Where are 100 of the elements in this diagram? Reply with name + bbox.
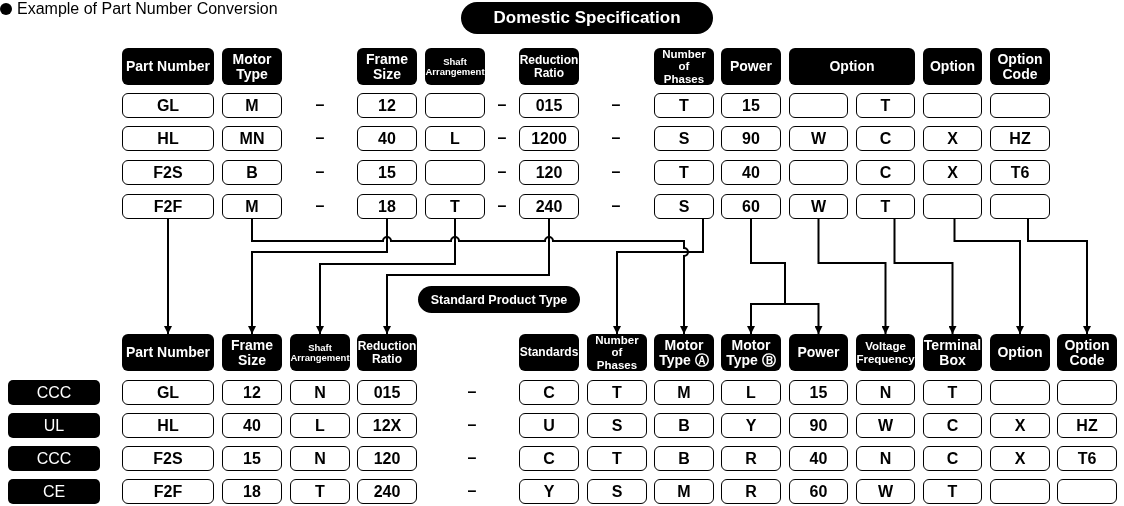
- code-cell: GL: [122, 380, 214, 405]
- column-header: Voltage Frequency: [856, 334, 915, 371]
- code-cell: 15: [789, 380, 848, 405]
- code-cell: N: [856, 380, 915, 405]
- separator-dash: –: [496, 163, 508, 181]
- code-cell: 120: [357, 446, 417, 471]
- empty-cell: [990, 93, 1050, 118]
- standard-tag: UL: [8, 413, 100, 438]
- code-cell: 12: [222, 380, 282, 405]
- code-cell: 015: [519, 93, 579, 118]
- separator-dash: –: [610, 96, 622, 114]
- code-cell: C: [923, 413, 982, 438]
- code-cell: C: [856, 160, 915, 185]
- standard-tag: CCC: [8, 380, 100, 405]
- code-cell: 40: [357, 126, 417, 151]
- column-header: Power: [721, 48, 781, 85]
- column-header: Option: [990, 334, 1050, 371]
- diagram-title: Example of Part Number Conversion: [17, 0, 278, 18]
- code-cell: 90: [789, 413, 848, 438]
- code-cell: S: [587, 479, 647, 504]
- empty-cell: [425, 93, 485, 118]
- code-cell: X: [990, 446, 1050, 471]
- code-cell: 40: [789, 446, 848, 471]
- code-cell: N: [290, 380, 350, 405]
- column-header: Option Code: [1057, 334, 1117, 371]
- separator-dash: –: [466, 416, 478, 434]
- empty-cell: [923, 93, 982, 118]
- empty-cell: [990, 479, 1050, 504]
- code-cell: L: [721, 380, 781, 405]
- standard-tag: CE: [8, 479, 100, 504]
- separator-dash: –: [496, 197, 508, 215]
- code-cell: T: [290, 479, 350, 504]
- connector-arrow: [750, 218, 823, 335]
- code-cell: R: [721, 446, 781, 471]
- code-cell: GL: [122, 93, 214, 118]
- separator-dash: –: [610, 197, 622, 215]
- separator-dash: –: [496, 96, 508, 114]
- code-cell: L: [425, 126, 485, 151]
- empty-cell: [923, 194, 982, 219]
- code-cell: 60: [721, 194, 781, 219]
- column-header: Power: [789, 334, 848, 371]
- code-cell: 18: [222, 479, 282, 504]
- code-cell: 1200: [519, 126, 579, 151]
- code-cell: F2S: [122, 160, 214, 185]
- column-header: Reduction Ratio: [519, 48, 579, 85]
- code-cell: Y: [519, 479, 579, 504]
- code-cell: 15: [222, 446, 282, 471]
- code-cell: M: [654, 380, 714, 405]
- connector-arrow: [164, 218, 172, 335]
- code-cell: T: [425, 194, 485, 219]
- connector-arrow: [1027, 218, 1091, 335]
- code-cell: X: [923, 160, 982, 185]
- code-cell: W: [856, 479, 915, 504]
- separator-dash: –: [314, 96, 326, 114]
- code-cell: B: [654, 446, 714, 471]
- code-cell: 015: [357, 380, 417, 405]
- code-cell: HL: [122, 413, 214, 438]
- code-cell: S: [654, 126, 714, 151]
- code-cell: T6: [1057, 446, 1117, 471]
- column-header: Part Number: [122, 48, 214, 85]
- code-cell: 60: [789, 479, 848, 504]
- separator-dash: –: [314, 129, 326, 147]
- column-header: Terminal Box: [923, 334, 982, 371]
- code-cell: C: [519, 446, 579, 471]
- empty-cell: [789, 93, 848, 118]
- standard-tag: CCC: [8, 446, 100, 471]
- code-cell: U: [519, 413, 579, 438]
- column-header: Shaft Arrangement: [425, 48, 485, 85]
- connector-arrow: [953, 218, 1024, 335]
- connector-arrow: [316, 218, 456, 335]
- code-cell: 40: [222, 413, 282, 438]
- empty-cell: [990, 380, 1050, 405]
- connector-arrow: [613, 218, 704, 335]
- code-cell: C: [856, 126, 915, 151]
- connector-arrow: [383, 218, 550, 335]
- column-header: Number of Phases: [587, 334, 647, 371]
- code-cell: X: [923, 126, 982, 151]
- code-cell: T: [923, 380, 982, 405]
- code-cell: C: [923, 446, 982, 471]
- code-cell: N: [856, 446, 915, 471]
- code-cell: F2S: [122, 446, 214, 471]
- column-header: Shaft Arrangement: [290, 334, 350, 371]
- code-cell: B: [654, 413, 714, 438]
- code-cell: T: [856, 194, 915, 219]
- code-cell: T: [923, 479, 982, 504]
- code-cell: T: [587, 446, 647, 471]
- code-cell: MN: [222, 126, 282, 151]
- column-header: Option: [923, 48, 982, 85]
- connector-arrow: [251, 218, 689, 335]
- empty-cell: [1057, 479, 1117, 504]
- connector-arrow: [248, 218, 388, 335]
- code-cell: T: [654, 93, 714, 118]
- code-cell: T6: [990, 160, 1050, 185]
- code-cell: S: [587, 413, 647, 438]
- code-cell: X: [990, 413, 1050, 438]
- code-cell: M: [222, 194, 282, 219]
- section-banner: Standard Product Type: [418, 286, 580, 313]
- code-cell: HL: [122, 126, 214, 151]
- separator-dash: –: [314, 163, 326, 181]
- separator-dash: –: [610, 163, 622, 181]
